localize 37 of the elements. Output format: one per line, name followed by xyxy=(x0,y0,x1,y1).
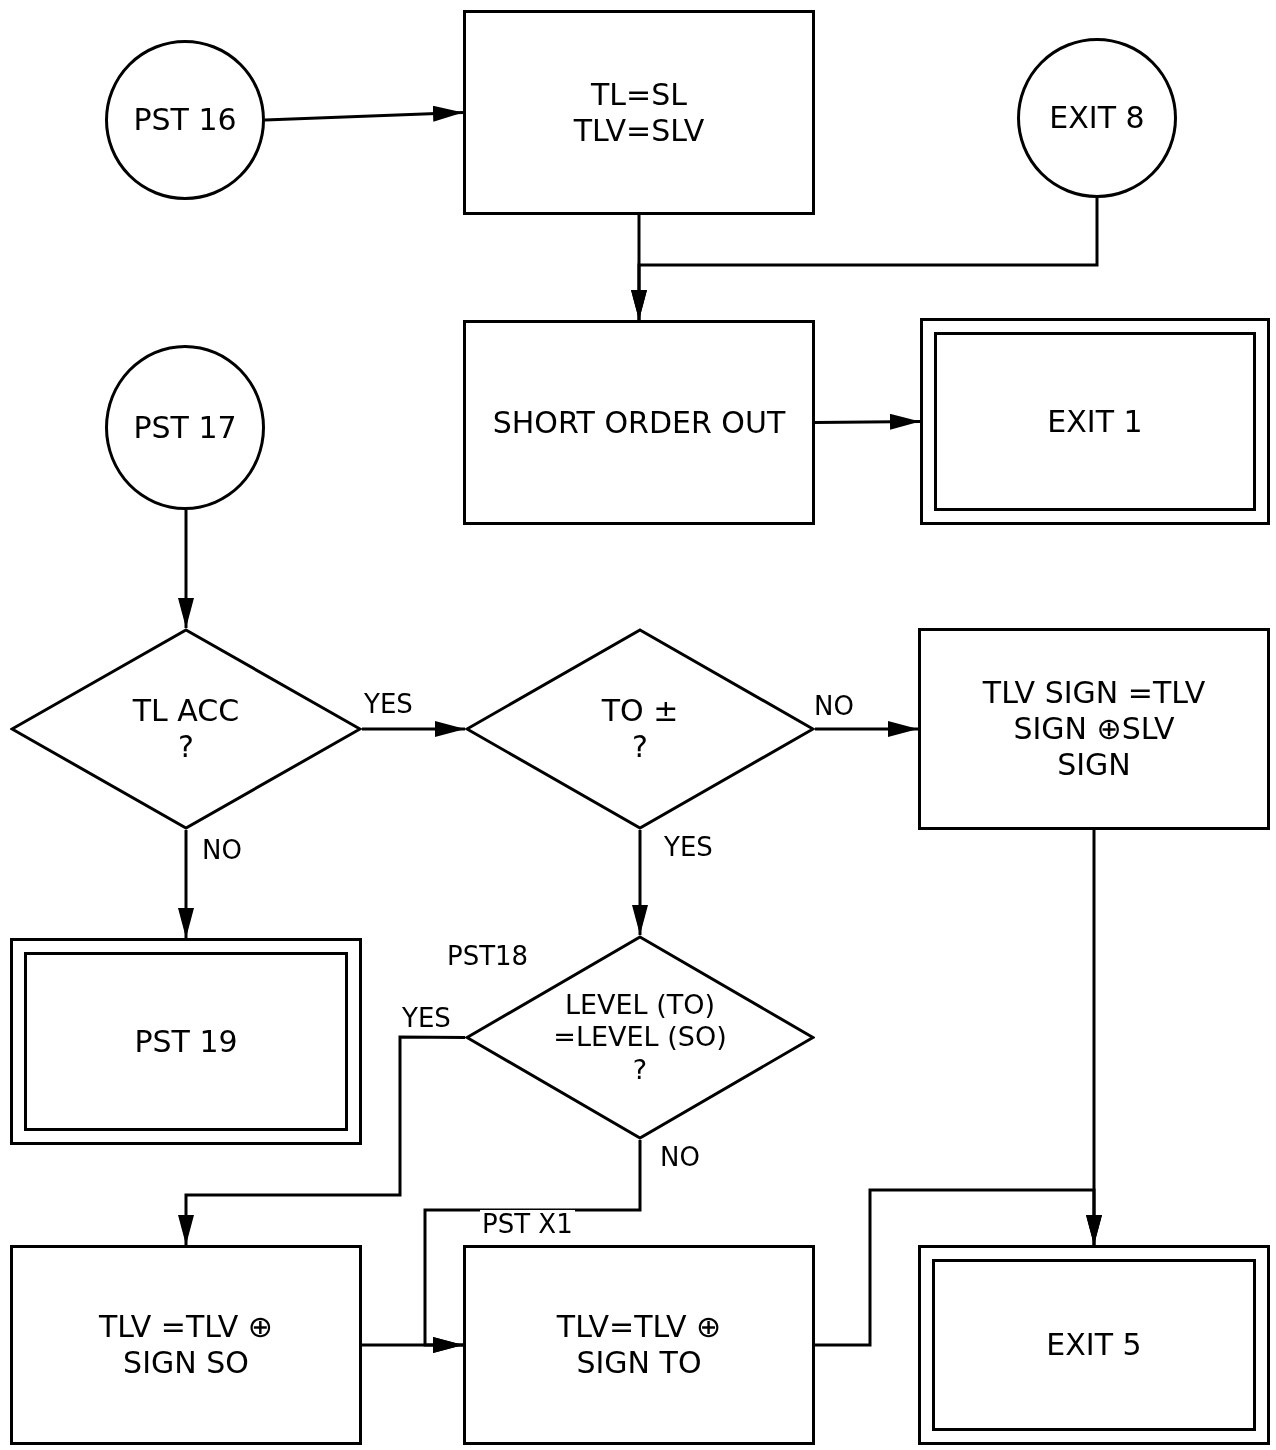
node-text: TL=SL xyxy=(591,76,687,113)
node-text: SHORT ORDER OUT xyxy=(492,404,786,441)
flow-arrow xyxy=(631,198,1099,320)
flow-arrow xyxy=(815,721,918,737)
flow-arrow xyxy=(178,1035,465,1245)
flow-arrow xyxy=(815,413,920,430)
node-text: EXIT 5 xyxy=(1046,1327,1142,1363)
flow-arrow xyxy=(632,830,648,935)
node-text: EXIT 8 xyxy=(1049,100,1145,136)
flow-arrow xyxy=(264,105,464,122)
node-text: PST 19 xyxy=(134,1023,238,1060)
flow-arrow xyxy=(1086,830,1102,1245)
node-text: TLV=TLV ⊕ SIGN TO xyxy=(555,1309,723,1381)
node-text: TL ACC xyxy=(132,693,240,729)
node-text: PST 17 xyxy=(133,409,237,446)
node-text: TO ± xyxy=(601,693,679,729)
node-text: PST 16 xyxy=(133,102,237,138)
node-text: TLV =TLV ⊕ SIGN SO xyxy=(98,1309,274,1381)
flow-arrow xyxy=(178,830,194,938)
process-box xyxy=(463,10,815,215)
flow-arrow xyxy=(362,721,465,737)
node-text: LEVEL (TO) =LEVEL (SO) xyxy=(552,988,728,1054)
node-text: ? xyxy=(632,729,648,765)
terminal-box xyxy=(918,1245,1270,1445)
terminal-box xyxy=(920,318,1270,525)
process-box xyxy=(10,1245,362,1445)
node-text: TLV=SLV xyxy=(573,112,705,149)
node-text: ? xyxy=(178,729,194,765)
node-text: EXIT 1 xyxy=(1047,403,1143,440)
flow-arrow xyxy=(178,510,194,628)
flow-arrow xyxy=(362,1337,463,1353)
node-text: TLV SIGN =TLV SIGN ⊕SLV SIGN xyxy=(981,675,1207,783)
terminal-box xyxy=(10,938,362,1145)
process-box xyxy=(918,628,1270,830)
process-box xyxy=(463,320,815,525)
node-text: ? xyxy=(632,1053,648,1087)
process-box xyxy=(463,1245,815,1445)
